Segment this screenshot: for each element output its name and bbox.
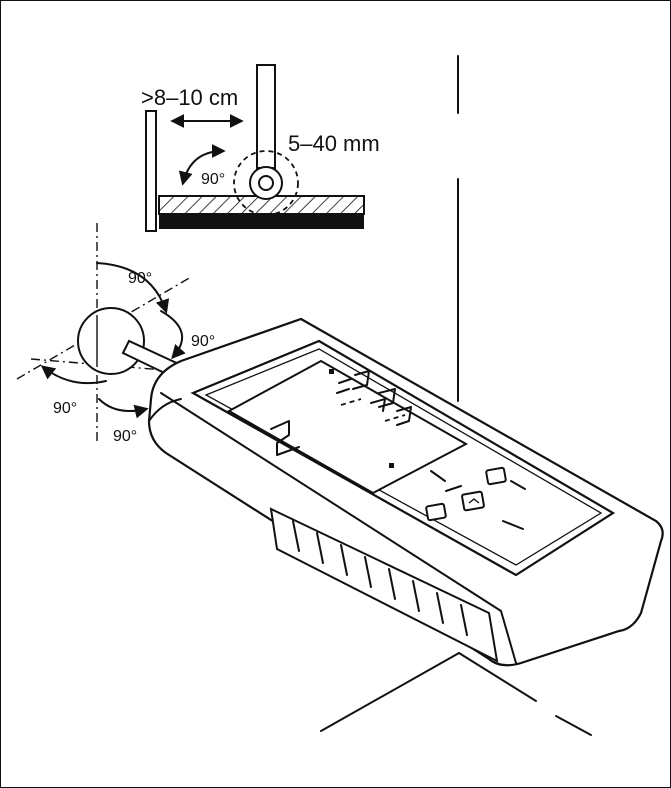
horizontal-axis bbox=[30, 358, 177, 372]
lcd-indicator-top bbox=[329, 369, 334, 374]
inset-setup: >8–10 cm 5–40 mm 90° bbox=[141, 64, 380, 232]
inset-probe-stem bbox=[256, 64, 276, 169]
grip-ridge bbox=[340, 544, 348, 576]
probe-gap-label: 5–40 mm bbox=[288, 131, 380, 156]
grip-ridge bbox=[388, 568, 396, 600]
inset-angle-label: 90° bbox=[201, 171, 225, 188]
grip-ridge bbox=[460, 604, 468, 636]
hold-button-icon[interactable] bbox=[485, 466, 507, 486]
floor-line-left bbox=[320, 652, 460, 732]
arc-top bbox=[96, 262, 170, 314]
grip-ridge bbox=[292, 520, 300, 552]
meter-face-inner bbox=[204, 348, 603, 566]
lcd-segment-display bbox=[270, 369, 412, 468]
button-line-4 bbox=[502, 520, 524, 530]
sphere-angle-left-label: 90° bbox=[53, 400, 77, 417]
menu-button-icon[interactable] bbox=[461, 490, 485, 512]
grip-ridge bbox=[364, 556, 372, 588]
light-button-icon[interactable] bbox=[425, 502, 447, 522]
lcd-inactive-segments bbox=[340, 398, 406, 422]
grip-ridge bbox=[316, 532, 324, 564]
lcd-display bbox=[226, 359, 469, 495]
inset-probe-sphere-core bbox=[258, 175, 274, 191]
floor-line-right-end bbox=[555, 715, 592, 736]
lcd-digit-2 bbox=[370, 388, 396, 412]
distance-label: >8–10 cm bbox=[141, 85, 238, 110]
room-corner-lines bbox=[320, 55, 592, 736]
sphere-angle-bottom-label: 90° bbox=[113, 428, 137, 445]
lcd-digit-3 bbox=[396, 406, 412, 426]
floor-line-right bbox=[458, 652, 537, 702]
sphere-angle-top-label: 90° bbox=[128, 270, 152, 287]
button-line-2 bbox=[445, 485, 462, 492]
handheld-meter bbox=[147, 317, 664, 667]
inset-wall bbox=[145, 110, 157, 232]
meter-buttons[interactable] bbox=[425, 466, 526, 530]
arc-right bbox=[160, 310, 186, 360]
grip-panel bbox=[269, 507, 499, 663]
grip-ridge bbox=[436, 592, 444, 624]
lcd-indicator-bottom bbox=[389, 463, 394, 468]
grip-ridge bbox=[412, 580, 420, 612]
probe-sphere bbox=[77, 307, 145, 375]
meter-side-edge bbox=[160, 392, 517, 664]
rotation-arrow-90 bbox=[178, 144, 226, 186]
button-line-1 bbox=[430, 470, 446, 482]
arc-bottom bbox=[98, 398, 149, 419]
grip-ridges bbox=[269, 507, 499, 663]
inset-base-layer bbox=[159, 214, 364, 229]
menu-button-glyph bbox=[468, 498, 480, 504]
lcd-digit-large bbox=[270, 420, 300, 456]
sphere-angle-right-label: 90° bbox=[191, 333, 215, 350]
arc-left bbox=[40, 365, 107, 385]
lcd-digit-1 bbox=[336, 370, 370, 394]
meter-nose-edge bbox=[148, 398, 182, 422]
button-line-3 bbox=[510, 480, 526, 490]
inset-measurement-zone bbox=[233, 150, 299, 216]
